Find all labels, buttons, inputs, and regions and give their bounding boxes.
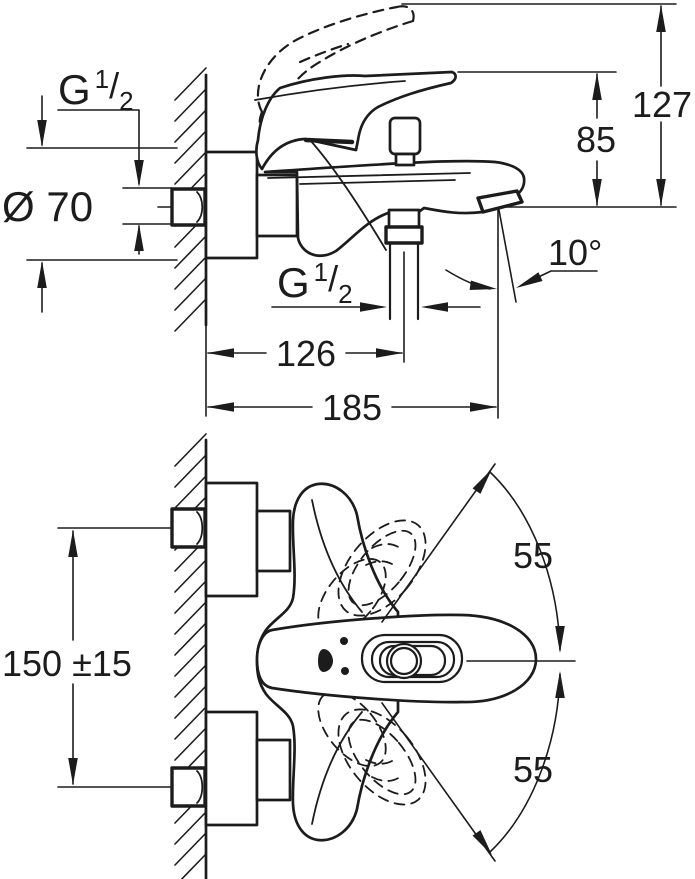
wall-section-front [174, 433, 208, 879]
dimension-connection-spacing: 150 ±15 [2, 527, 173, 788]
aerator [476, 189, 524, 214]
dimension-126: 126 [205, 251, 405, 417]
dimension-85-label: 85 [576, 119, 616, 160]
dimension-126-label: 126 [276, 333, 336, 374]
dimension-swing-upper: 55 [381, 463, 565, 653]
dimension-swing-lower: 55 [381, 671, 565, 862]
escutcheon-side [204, 150, 259, 260]
paddle-contour-upper [311, 499, 363, 613]
handle-shadow-line [303, 137, 355, 145]
dimension-escutcheon-diameter: Ø 70 [2, 95, 178, 313]
lever-handle-side [255, 70, 457, 171]
dimension-spout-angle: 10° [445, 207, 602, 419]
spout-contour-line [267, 172, 471, 179]
dimension-127-label: 127 [632, 84, 692, 125]
escutcheon-diameter-label: Ø 70 [2, 183, 93, 230]
dimension-85: 85 [457, 71, 617, 206]
diverter-knob [388, 116, 422, 167]
handle-contour-line [254, 80, 406, 101]
dimension-10deg-label: 10° [548, 232, 602, 273]
shower-outlet [384, 208, 424, 321]
dimension-55-upper-label: 55 [513, 535, 553, 576]
cartridge-dome-seam [309, 139, 387, 251]
upper-union [170, 481, 292, 598]
front-view: 150 ±15 55 55 [2, 433, 576, 879]
body-markings [318, 637, 349, 675]
dimension-150-label: 150 ±15 [2, 643, 132, 684]
lever-end-rings [360, 633, 464, 684]
dimension-185-label: 185 [322, 387, 382, 428]
s-union-connector-side [255, 173, 299, 238]
dimension-127: 127 [401, 3, 692, 206]
dimension-55-lower-label: 55 [513, 749, 553, 790]
dimension-185: 185 [207, 387, 497, 428]
lower-union [170, 710, 292, 827]
spout-contour-line [299, 179, 456, 185]
wall-union-nut-side [170, 187, 207, 227]
